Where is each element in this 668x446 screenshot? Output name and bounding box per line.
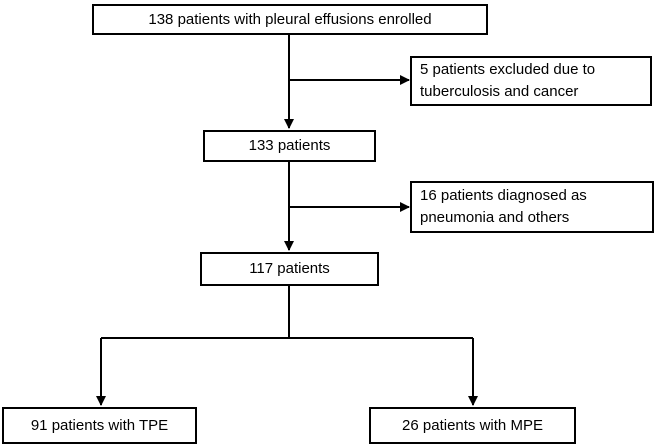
mpe-box: 26 patients with MPE bbox=[369, 407, 576, 444]
enrolled-text: 138 patients with pleural effusions enro… bbox=[148, 10, 432, 28]
after-exclusion-text: 133 patients bbox=[248, 137, 331, 154]
tpe-box: 91 patients with TPE bbox=[2, 407, 197, 444]
mpe-text: 26 patients with MPE bbox=[402, 416, 543, 434]
tpe-text: 91 patients with TPE bbox=[30, 416, 169, 434]
diagnosed-other-box: 16 patients diagnosed as pneumonia and o… bbox=[410, 181, 654, 233]
final-box: 117 patients bbox=[200, 252, 379, 286]
excluded-text: 5 patients excluded due to tuberculosis … bbox=[420, 61, 596, 100]
enrolled-box: 138 patients with pleural effusions enro… bbox=[92, 4, 488, 35]
after-exclusion-box: 133 patients bbox=[203, 130, 376, 162]
final-text: 117 patients bbox=[249, 260, 330, 277]
diagnosed-other-text: 16 patients diagnosed as pneumonia and o… bbox=[420, 187, 587, 226]
excluded-box: 5 patients excluded due to tuberculosis … bbox=[410, 56, 652, 106]
